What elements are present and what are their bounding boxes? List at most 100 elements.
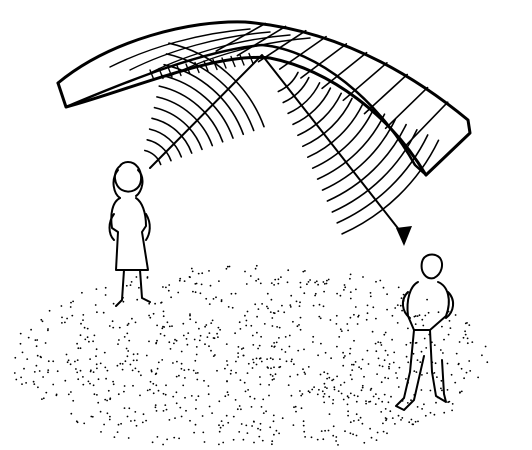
ground-dot: [231, 293, 233, 295]
ground-dot: [309, 392, 311, 394]
ground-dot: [323, 396, 325, 398]
ground-dot: [340, 384, 342, 386]
ground-dot: [271, 282, 273, 284]
ground-dot: [389, 363, 391, 365]
ground-dot: [92, 340, 94, 342]
ground-dot: [70, 391, 72, 393]
ground-dot: [172, 396, 174, 398]
ground-dot: [355, 306, 357, 308]
ground-dot: [195, 322, 197, 324]
ground-dot: [188, 369, 190, 371]
ground-dot: [134, 420, 136, 422]
ground-dot: [104, 352, 106, 354]
ground-dot: [293, 424, 295, 426]
ground-dot: [127, 416, 129, 418]
ground-dot: [340, 295, 342, 297]
ground-dot: [196, 346, 198, 348]
ground-dot: [311, 436, 313, 438]
ground-dot: [440, 349, 442, 351]
ground-dot: [271, 345, 273, 347]
ground-dot: [169, 419, 171, 421]
ground-dot: [384, 394, 386, 396]
ground-dot: [227, 266, 229, 268]
ground-dot: [368, 401, 370, 403]
ground-dot: [202, 432, 204, 434]
ground-dot: [72, 400, 74, 402]
ground-dot: [381, 401, 383, 403]
ground-dot: [289, 346, 291, 348]
ground-dot: [117, 431, 119, 433]
ground-dot: [192, 291, 194, 293]
ground-dot: [347, 395, 349, 397]
ground-dot: [74, 361, 76, 363]
ground-dot: [130, 364, 132, 366]
ground-dot: [181, 351, 183, 353]
ground-dot: [70, 363, 72, 365]
ground-dot: [20, 333, 22, 335]
ground-dot: [136, 425, 138, 427]
ground-dot: [336, 293, 338, 295]
ground-dot: [326, 378, 328, 380]
ground-dot: [324, 383, 326, 385]
ground-dot: [419, 361, 421, 363]
ground-dot: [160, 333, 162, 335]
ground-dot: [162, 326, 164, 328]
ground-dot: [177, 292, 179, 294]
ground-dot: [398, 287, 400, 289]
ground-dot: [455, 314, 457, 316]
ground-dot: [118, 424, 120, 426]
ground-dot: [192, 271, 194, 273]
ground-dot: [260, 357, 262, 359]
ground-dot: [146, 355, 148, 357]
ground-dot: [149, 389, 151, 391]
ground-dot: [70, 302, 72, 304]
ground-dot: [113, 303, 115, 305]
ground-dot: [80, 334, 82, 336]
ground-dot: [292, 321, 294, 323]
ground-dot: [184, 397, 186, 399]
ground-dot: [417, 359, 419, 361]
ground-dot: [456, 353, 458, 355]
ground-dot: [415, 421, 417, 423]
ground-dot: [467, 342, 469, 344]
ground-dot: [377, 341, 379, 343]
ground-dot: [125, 360, 127, 362]
ground-dot: [64, 322, 66, 324]
wavefront-arc: [157, 97, 212, 146]
ground-dot: [485, 346, 487, 348]
ground-dot: [285, 351, 287, 353]
ground-dot: [247, 372, 249, 374]
ground-dot: [174, 339, 176, 341]
ground-dot: [56, 394, 58, 396]
ground-dot: [238, 346, 240, 348]
ground-dot: [210, 285, 212, 287]
ground-dot: [226, 360, 228, 362]
ground-dot: [114, 436, 116, 438]
ground-dot: [415, 323, 417, 325]
ground-dot: [384, 377, 386, 379]
stippled-ground: [14, 265, 488, 446]
ground-dot: [301, 407, 303, 409]
ground-dot: [117, 365, 119, 367]
ground-dot: [161, 302, 163, 304]
ground-dot: [356, 401, 358, 403]
rib-line: [240, 55, 244, 65]
ground-dot: [330, 357, 332, 359]
ground-dot: [158, 362, 160, 364]
ground-dot: [227, 391, 229, 393]
ground-dot: [441, 326, 443, 328]
ground-dot: [187, 332, 189, 334]
ground-dot: [243, 439, 245, 441]
ground-dot: [94, 393, 96, 395]
ground-dot: [424, 315, 426, 317]
ground-dot: [468, 360, 470, 362]
ground-dot: [104, 367, 106, 369]
ground-dot: [401, 417, 403, 419]
ground-dot: [366, 319, 368, 321]
ground-dot: [344, 355, 346, 357]
ground-dot: [394, 307, 396, 309]
ground-dot: [237, 408, 239, 410]
ground-dot: [182, 385, 184, 387]
ground-dot: [343, 289, 345, 291]
ground-dot: [378, 358, 380, 360]
